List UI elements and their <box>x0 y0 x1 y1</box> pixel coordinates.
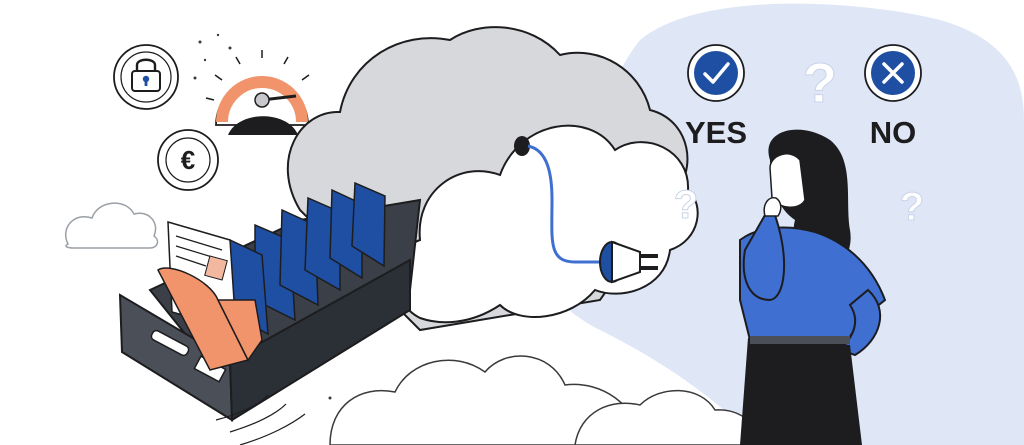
orange-folder-back <box>216 299 263 362</box>
cross-icon <box>882 62 904 84</box>
woman-figure <box>739 129 887 445</box>
euro-icon: € <box>157 129 219 191</box>
no-label: NO <box>870 115 917 150</box>
svg-text:?: ? <box>803 51 837 114</box>
lock-icon <box>113 44 179 110</box>
small-cloud <box>65 202 159 249</box>
yes-label: YES <box>685 115 747 150</box>
svg-text:?: ? <box>900 185 924 229</box>
no-option: NO <box>864 44 922 150</box>
sparkle-dots <box>193 33 332 400</box>
power-cable <box>527 144 604 264</box>
power-plug-icon <box>599 240 658 284</box>
yes-option: YES <box>685 44 747 150</box>
check-icon <box>703 62 730 84</box>
bottom-cloud <box>329 355 761 445</box>
svg-text:?: ? <box>674 183 698 227</box>
motion-lines <box>215 394 306 445</box>
gauge-icon <box>205 50 310 135</box>
question-mark-icon: ? ? ? <box>673 51 924 230</box>
svg-text:€: € <box>181 145 195 175</box>
